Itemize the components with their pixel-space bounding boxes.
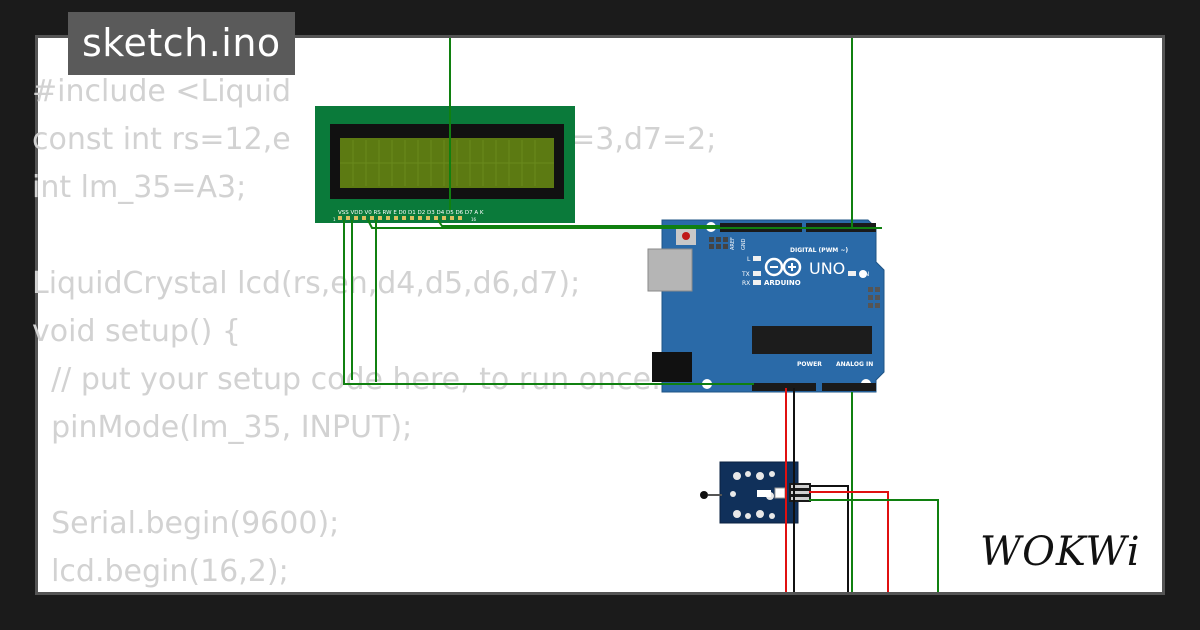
sensor-pins — [791, 485, 809, 500]
power-jack — [652, 352, 692, 382]
led-tx — [753, 271, 761, 276]
led-rx — [753, 280, 761, 285]
led-tx-label: TX — [741, 271, 750, 278]
lcd-display[interactable]: VSS VDD V0 RS RW E D0 D1 D2 D3 D4 D5 D6 … — [315, 106, 575, 223]
code-line: int lm_35=A3; — [32, 170, 247, 205]
code-line: #include <Liquid — [32, 74, 291, 109]
led-l-label: L — [747, 256, 751, 263]
code-line: lcd.begin(16,2); — [32, 554, 289, 589]
board-model-label: UNO — [809, 259, 845, 278]
mount-hole — [859, 270, 867, 278]
lcd-pin-labels: VSS VDD V0 RS RW E D0 D1 D2 D3 D4 D5 D6 … — [338, 210, 484, 216]
sensor-chip — [774, 487, 786, 499]
icsp2-header — [868, 287, 880, 308]
lcd-pin-first: 1 — [333, 217, 336, 222]
aref-label: AREF — [730, 237, 736, 250]
code-line: const int rs=12,e — [32, 122, 291, 157]
board-brand-label: ARDUINO — [764, 279, 801, 287]
reset-button-cap — [682, 232, 690, 240]
arduino-uno-board[interactable]: AREF GND DIGITAL (PWM ~) L TX RX UNO ARD… — [647, 219, 885, 393]
lcd-pin-last: 16 — [471, 217, 477, 222]
code-line: void setup() { — [32, 314, 241, 349]
led-rx-label: RX — [742, 280, 750, 287]
analog-header — [822, 383, 876, 391]
code-line: LiquidCrystal lcd(rs,en,d4,d5,d6,d7); — [32, 266, 581, 301]
sensor-probe-icon — [700, 491, 708, 499]
atmega-chip — [752, 326, 872, 354]
led-on-label: ON — [860, 271, 869, 278]
lcd-pin-header — [338, 216, 462, 220]
wire-green — [343, 220, 754, 385]
gnd-label: GND — [741, 238, 747, 250]
wokwi-logo: WOKWi — [980, 529, 1141, 575]
digital-header-label: DIGITAL (PWM ~) — [790, 247, 848, 254]
code-line: // put your setup code here, to run once… — [32, 362, 662, 397]
analog-header-label: ANALOG IN — [836, 361, 873, 368]
code-line: pinMode(lm_35, INPUT); — [32, 410, 413, 445]
led-on — [848, 271, 856, 276]
canvas-card — [35, 35, 1165, 595]
power-header — [752, 383, 816, 391]
filename-label: sketch.ino — [82, 21, 281, 65]
wire-green — [809, 499, 939, 592]
lcd-char-grid — [340, 140, 554, 186]
arduino-logo-icon — [764, 257, 802, 277]
code-line: Serial.begin(9600); — [32, 506, 340, 541]
led-l — [753, 256, 761, 261]
wire-black — [809, 485, 849, 592]
sensor-resistor — [757, 490, 771, 497]
wires — [343, 38, 939, 592]
wokwi-logo-text: WOKWi — [980, 529, 1141, 575]
power-header-label: POWER — [797, 361, 822, 368]
icsp-header — [709, 237, 728, 249]
wire-green — [437, 219, 720, 227]
wire-red — [809, 491, 889, 592]
filename-tab[interactable]: sketch.ino — [68, 12, 295, 75]
wire-green — [367, 219, 882, 229]
usb-port — [647, 248, 693, 292]
